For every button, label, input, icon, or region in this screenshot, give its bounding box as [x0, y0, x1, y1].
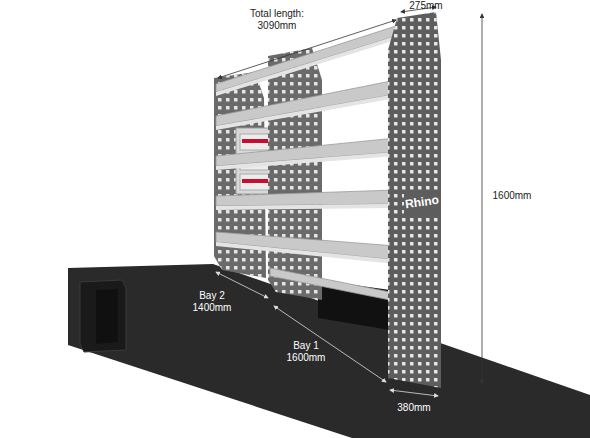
dimension-label: 1600mm [490, 190, 534, 202]
dimension-label: 380mm [394, 402, 434, 414]
middle-upright [268, 48, 322, 300]
front-end-panel [388, 12, 441, 388]
bay-dimension-label: Bay 1 1600mm [282, 340, 330, 364]
dimension-label: 275mm [406, 0, 446, 12]
dimension-lines [218, 7, 482, 384]
front-panel-holes [388, 12, 441, 388]
wheel-arch-top [96, 289, 118, 344]
shelves [216, 26, 396, 300]
van-floor [68, 264, 590, 438]
wheel-arch [80, 280, 126, 352]
middle-upright-holes [268, 48, 322, 300]
dimension-label: Total length: 3090mm [236, 8, 318, 32]
bay-dimension-label: Bay 2 1400mm [190, 290, 234, 314]
floor-dimension-lines [216, 272, 438, 396]
